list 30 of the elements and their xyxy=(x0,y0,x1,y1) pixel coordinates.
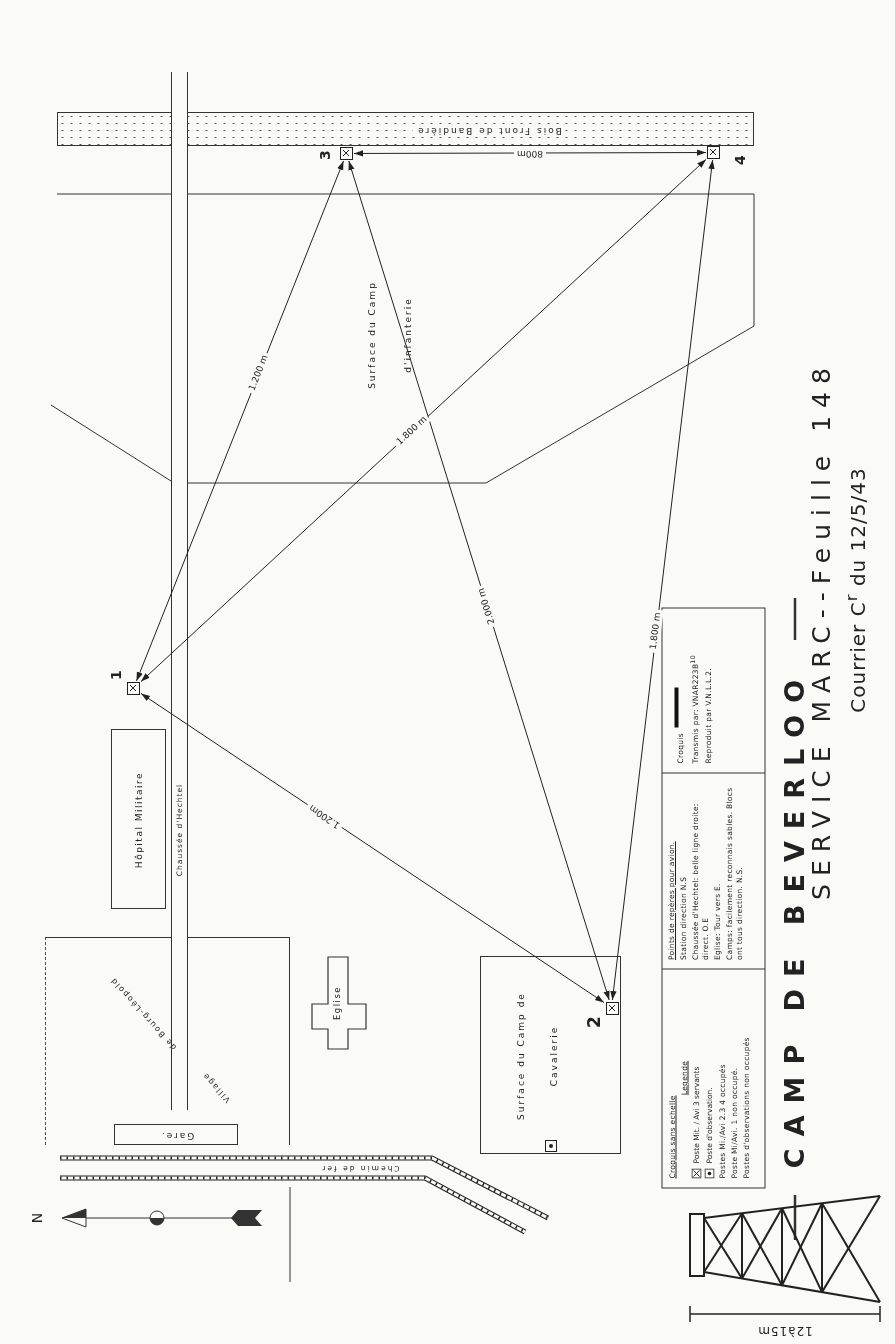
building-outline xyxy=(111,729,166,909)
distance-arrow xyxy=(610,159,715,1001)
distance-arrow xyxy=(348,160,610,1001)
building-label: Gare. xyxy=(159,1130,195,1140)
building-outline xyxy=(114,1124,238,1145)
post-number: 3 xyxy=(318,150,334,160)
area-label: Surface du Camp de Cavalerie xyxy=(515,991,560,1122)
observation-post-marker xyxy=(545,1140,557,1152)
dimension-label: 12à15m xyxy=(757,1323,813,1337)
distance-label: 1.800 m xyxy=(648,609,664,654)
map-title: CAMP DE BEVERLOO xyxy=(780,667,810,1169)
post-number: 2 xyxy=(584,1016,604,1028)
distance-arrow xyxy=(140,158,707,683)
distance-arrow xyxy=(140,693,605,1003)
north-label: N xyxy=(30,1212,46,1224)
distance-arrow xyxy=(136,160,344,682)
gun-post-marker xyxy=(707,146,720,159)
gun-post-marker xyxy=(606,1002,619,1015)
camp-area xyxy=(480,956,621,1154)
distance-label: 800m xyxy=(514,148,546,158)
building-label: Eglise xyxy=(333,985,343,1021)
gun-post-marker xyxy=(340,147,353,160)
building-label: Hôpital Militaire xyxy=(135,771,145,869)
woodland-strip xyxy=(57,112,754,146)
gun-post-marker xyxy=(127,682,140,695)
post-number: 4 xyxy=(733,155,749,165)
post-number: 1 xyxy=(109,670,125,680)
distance-arrow xyxy=(353,149,707,157)
area-label: Surface du Camp d'infanterie xyxy=(366,280,414,390)
header-text: SERVICE MARC--Feuille 148 xyxy=(808,360,836,900)
